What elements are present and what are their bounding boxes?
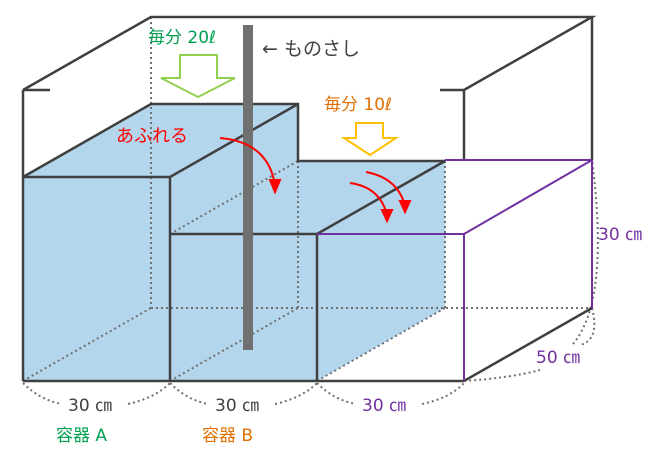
remaining-section-edges bbox=[317, 159, 593, 381]
inflow-a-label: 毎分 20ℓ bbox=[148, 28, 217, 48]
height-label: 30 ㎝ bbox=[598, 225, 643, 245]
hidden-edges bbox=[22, 17, 599, 405]
width-b-label: 30 ㎝ bbox=[215, 396, 260, 416]
ruler-label: ← ものさし bbox=[262, 38, 360, 60]
edges bbox=[21, 15, 597, 383]
depth-label: 50 ㎝ bbox=[536, 348, 581, 368]
container-b-label: 容器 B bbox=[202, 426, 254, 446]
inflow-arrow-a bbox=[160, 54, 236, 99]
inflow-b-label: 毎分 10ℓ bbox=[324, 95, 393, 115]
container-a-label: 容器 A bbox=[56, 426, 108, 446]
overflow-arrows bbox=[219, 137, 412, 224]
ruler bbox=[243, 25, 253, 350]
width-rest-label: 30 ㎝ bbox=[362, 396, 407, 416]
overflow-label: あふれる bbox=[116, 126, 188, 147]
inflow-arrow-b bbox=[340, 122, 400, 157]
width-a-label: 30 ㎝ bbox=[68, 396, 113, 416]
